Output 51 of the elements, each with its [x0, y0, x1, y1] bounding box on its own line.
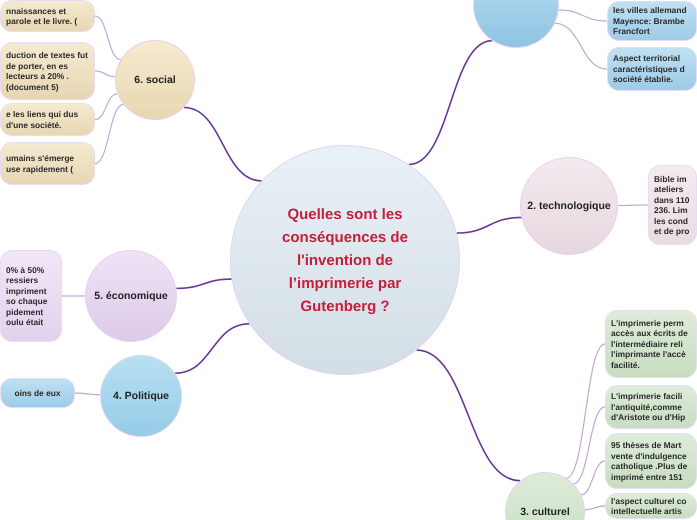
note-box [605, 310, 697, 378]
note-box [0, 142, 95, 185]
note-text: 0% à 50% ressiers impriment so chaque pidement oulu était [6, 264, 48, 328]
topic-label: 4. Politique [112, 390, 169, 402]
note-box [607, 1, 697, 41]
note-text: Bible im ateliers dans 110 236. Lim les cond et de pro [654, 174, 690, 236]
connector-line [94, 15, 121, 60]
connector-line [416, 349, 520, 482]
connector-line [558, 9, 608, 22]
note-text: l'aspect culturel co intellectuelle artis [611, 496, 688, 516]
topic-label: 6. social [134, 74, 176, 86]
connector-line [62, 295, 85, 297]
topic-label: 5. économique [94, 290, 168, 302]
note-text: les villes allemand Mayence: Brambe Francfort [613, 5, 688, 37]
note-box [607, 47, 697, 91]
note-box [0, 250, 62, 342]
note-box [605, 433, 697, 489]
note-text: L'imprimerie perm accès aux écrits de l'intermédiaire reli l'imprimante l'accè facilité. [611, 318, 689, 370]
note-text: Aspect territorial caractéristiques d société établie. [613, 53, 686, 85]
note-box [0, 42, 95, 100]
note-box [0, 378, 75, 408]
central-question: Quelles sont les conséquences de l'invention de l’imprimerie par Gutenberg ? [281, 204, 409, 316]
note-box [605, 385, 697, 429]
note-text: nnaissances et parole et le livre. ( [6, 6, 78, 26]
note-text: 95 thèses de Mart vente d'indulgence catholique .Plus de imprimé entre 151 [611, 440, 688, 482]
topic-label: 3. culturel [520, 506, 570, 518]
connector-line [408, 40, 492, 166]
connector-line [94, 93, 118, 120]
connector-line [176, 278, 232, 290]
note-text: oins de eux [14, 388, 61, 398]
connector-line [554, 22, 608, 70]
connector-line [584, 505, 606, 510]
note-box [0, 0, 95, 32]
note-box [605, 493, 697, 519]
connector-line [184, 106, 262, 182]
connector-line [573, 406, 606, 484]
connector-line [94, 70, 116, 78]
connector-line [75, 392, 100, 396]
connector-line [618, 204, 648, 206]
connector-line [580, 460, 606, 496]
note-text: duction de textes fut de porter, en es lecteurs a 20% . (document 5) [6, 50, 89, 92]
note-text: L'imprimerie facili l'antiquité,comme d'Aristote ou d'Hip [611, 391, 686, 423]
note-text: umains s'émerge use rapidement ( [6, 153, 76, 174]
connector-line [175, 323, 250, 374]
note-box [0, 103, 95, 136]
connector-line [566, 343, 606, 479]
connector-line [456, 216, 522, 234]
note-box [648, 165, 697, 245]
topic-label: 2. technologique [527, 200, 611, 212]
note-text: e les liens qui dus d'une société. [6, 109, 80, 130]
connector-line [94, 104, 124, 164]
